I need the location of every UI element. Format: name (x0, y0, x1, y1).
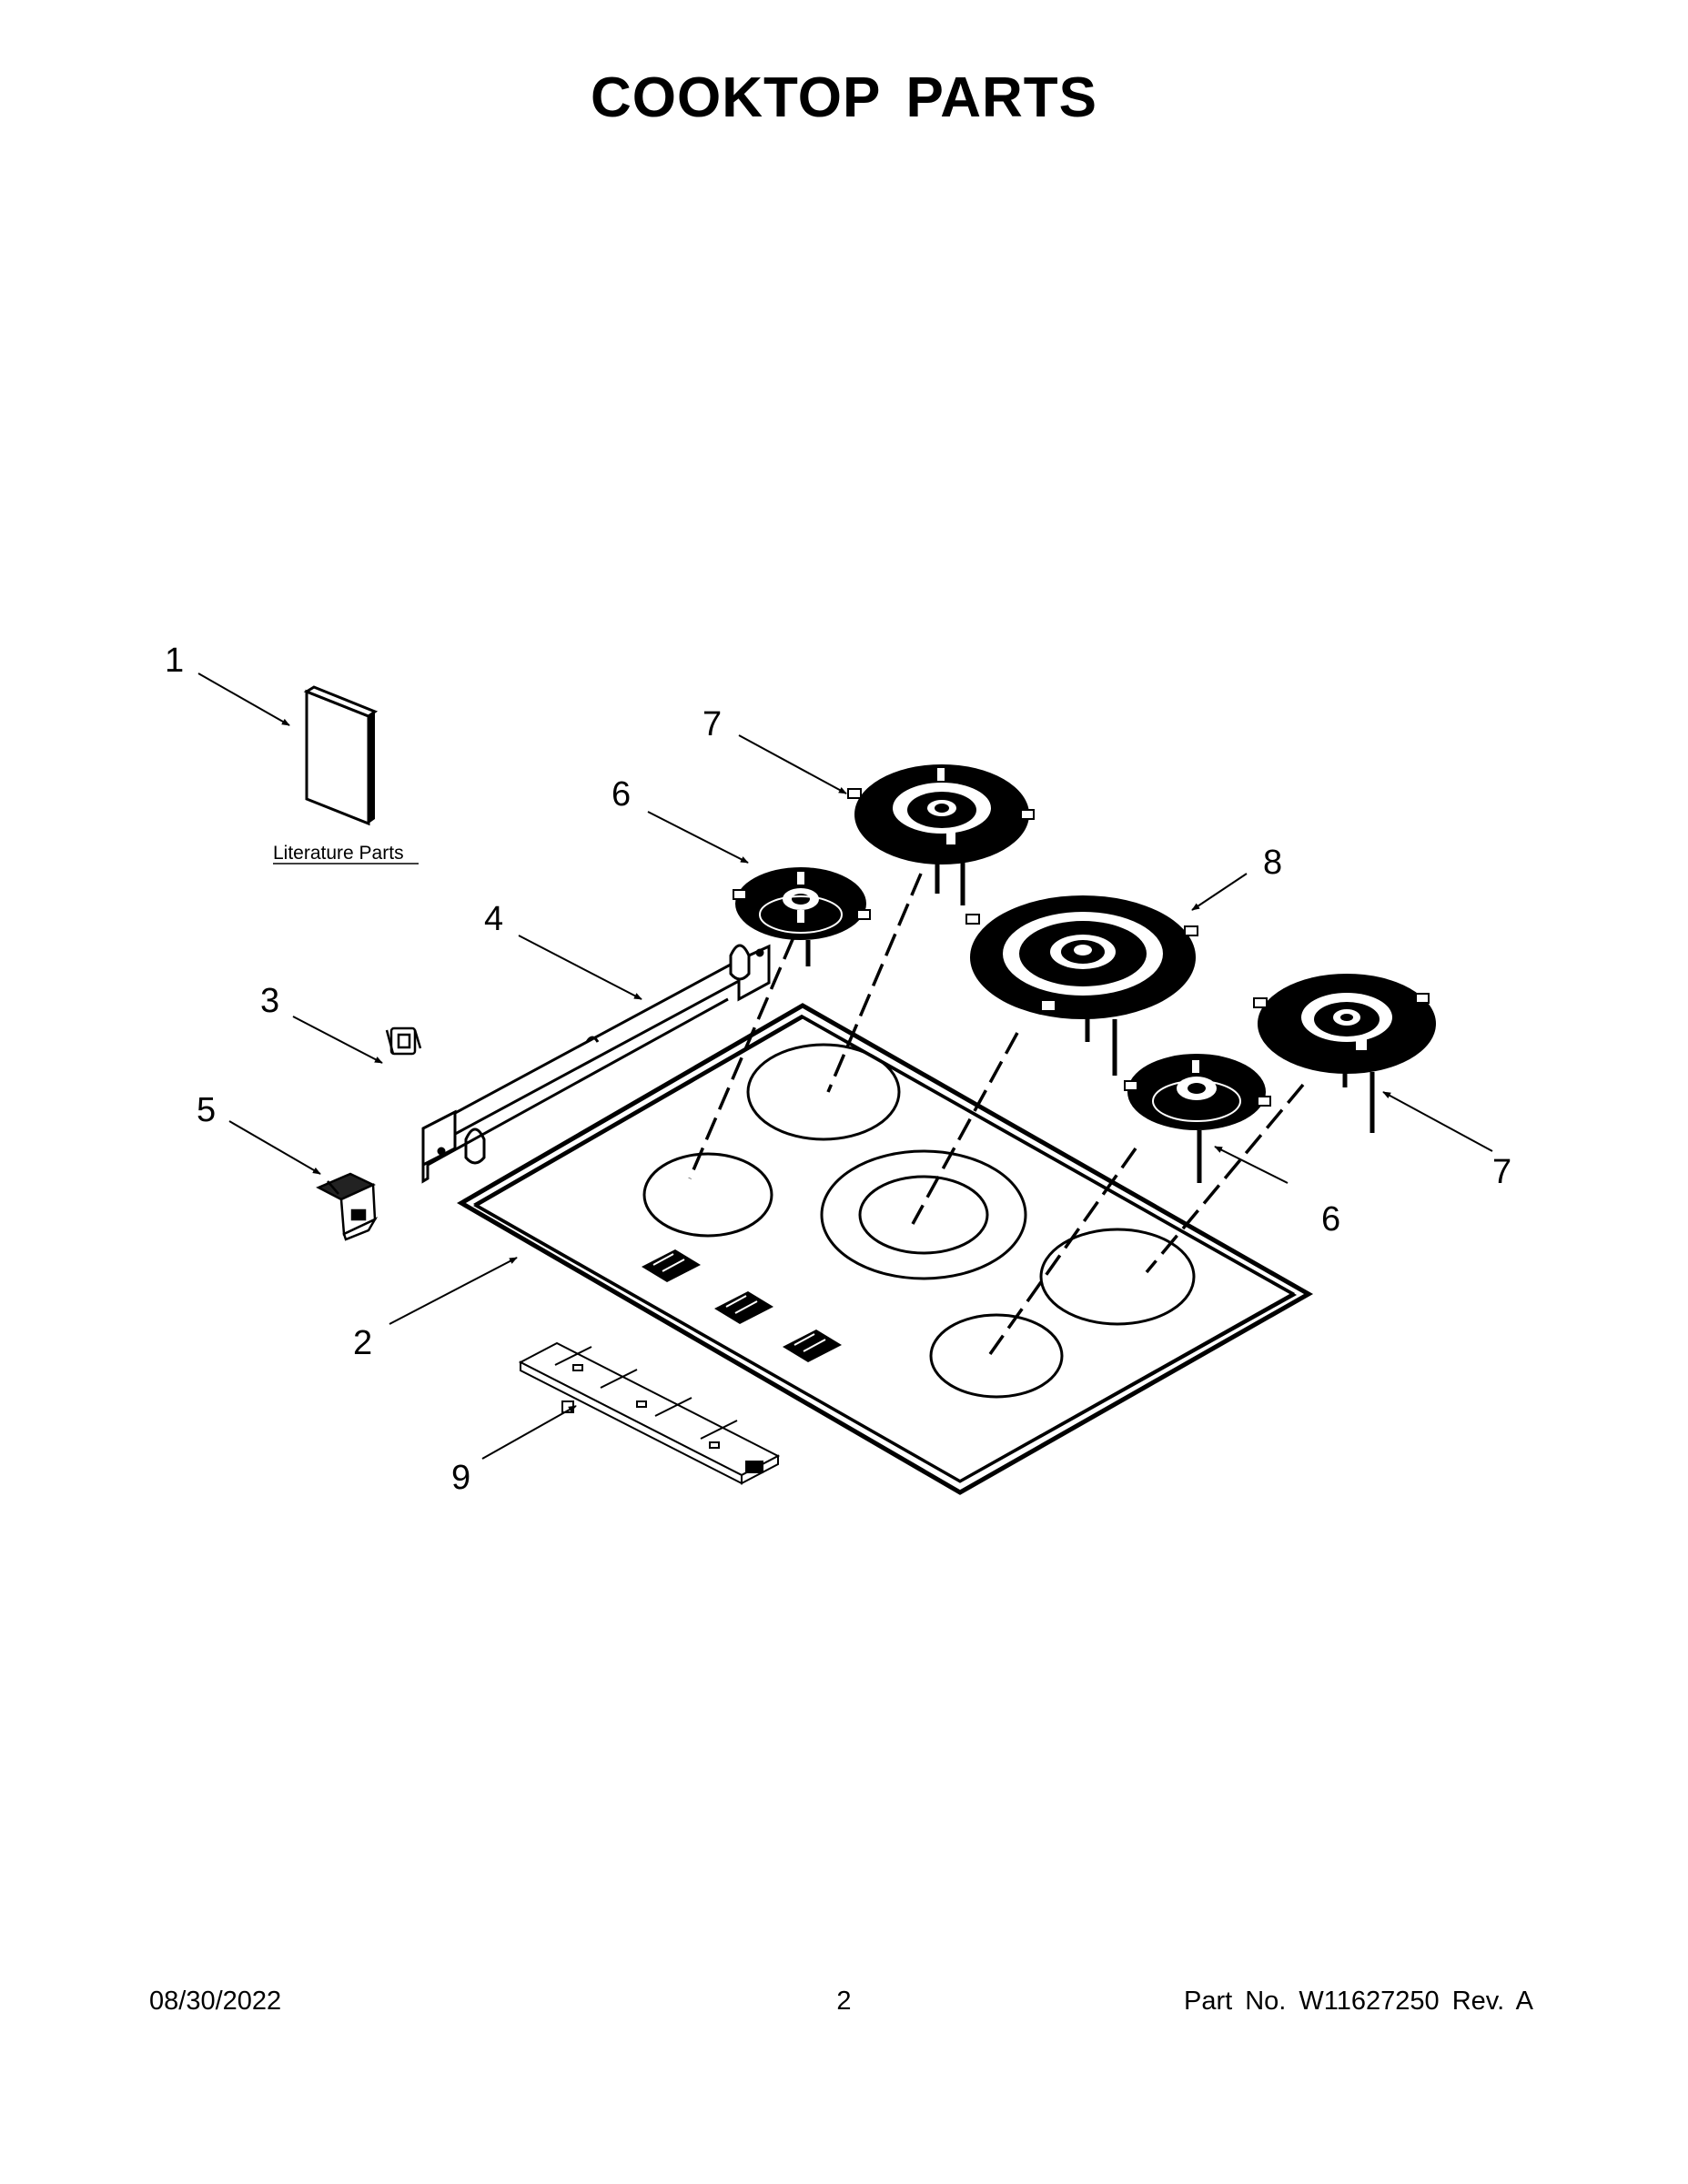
small-element-left (733, 867, 871, 966)
page-title: COOKTOP PARTS (591, 66, 1097, 129)
clip-part (385, 1026, 422, 1056)
control-bracket (421, 944, 771, 1184)
footer-date: 08/30/2022 (149, 1987, 282, 2016)
large-element-top (847, 764, 1035, 905)
callout-1: 1 (165, 642, 184, 680)
literature-booklet (303, 685, 379, 826)
bracket-clip-part (316, 1172, 379, 1241)
small-element-right (1124, 1054, 1271, 1183)
callout-8: 8 (1263, 844, 1282, 882)
alignment-lines (688, 873, 1305, 1356)
literature-parts-label: Literature Parts (273, 843, 404, 864)
callout-6-right: 6 (1321, 1200, 1340, 1239)
cooktop-glass (457, 1003, 1314, 1495)
callout-4: 4 (484, 900, 503, 938)
control-board (518, 1341, 781, 1485)
large-element-right (1253, 974, 1436, 1133)
footer-part-number: Part No. W11627250 Rev. A (1183, 1987, 1533, 2016)
callout-2: 2 (353, 1324, 372, 1362)
callout-7-right: 7 (1492, 1153, 1511, 1191)
callout-7-top: 7 (702, 705, 722, 743)
callout-5: 5 (197, 1091, 216, 1129)
footer-page-number: 2 (836, 1987, 852, 2016)
callout-6-left: 6 (612, 775, 631, 814)
largest-element-center (965, 895, 1198, 1076)
leader-arrows (197, 672, 1493, 1460)
callout-3: 3 (260, 982, 279, 1020)
callout-9: 9 (451, 1459, 470, 1497)
